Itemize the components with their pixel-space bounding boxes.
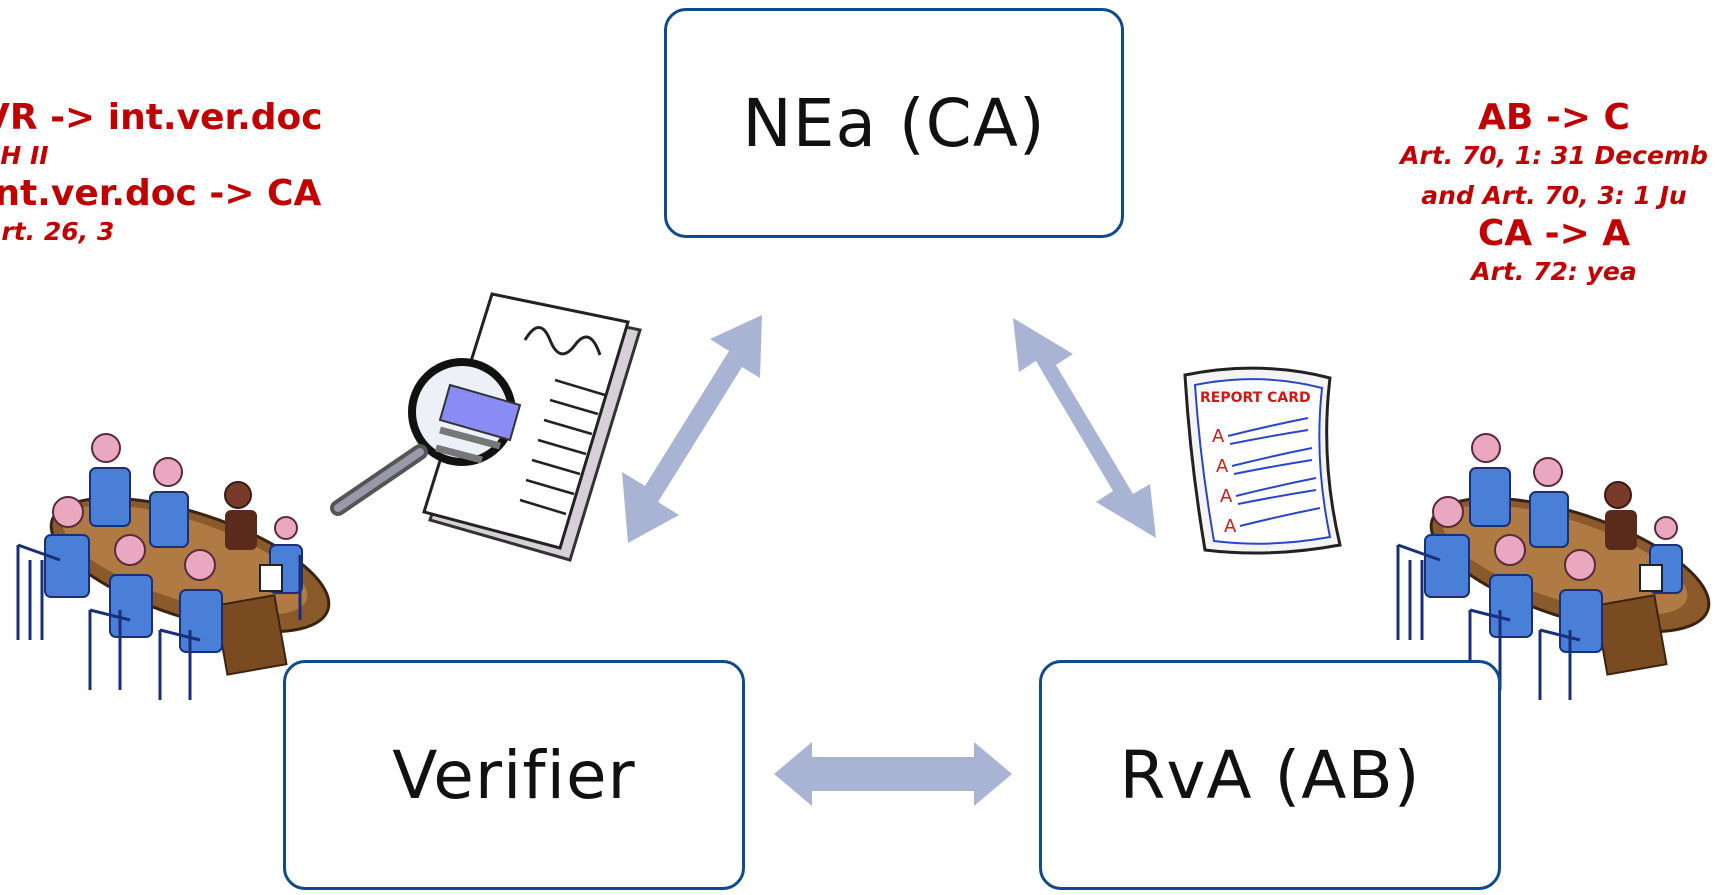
magnifier-document-icon <box>330 292 642 562</box>
report-card-grade-3: A <box>1220 486 1233 507</box>
node-rva-ab-label: RvA (AB) <box>1119 736 1421 814</box>
note-left-line-3: int.ver.doc -> CA <box>0 173 322 214</box>
report-card-icon: REPORT CARD A A A A <box>1183 366 1342 555</box>
node-rva-ab: RvA (AB) <box>1039 660 1501 890</box>
notes-left: VR -> int.ver.doc CH II int.ver.doc -> C… <box>0 96 323 248</box>
note-right-line-3: and Art. 70, 3: 1 Ju <box>1421 181 1687 210</box>
meeting-group-right-icon <box>1396 433 1711 700</box>
node-nea-ca-label: NEa (CA) <box>742 84 1046 162</box>
arrow-verifier-rva <box>774 742 1012 806</box>
note-right-line-4: CA -> A <box>1477 213 1631 254</box>
report-card-grade-2: A <box>1216 456 1229 477</box>
note-left-line-2: CH II <box>0 141 49 170</box>
note-right-line-1: AB -> C <box>1478 97 1630 138</box>
report-card-grade-4: A <box>1224 516 1237 537</box>
report-card-header: REPORT CARD <box>1200 390 1311 406</box>
meeting-group-left-icon <box>16 433 331 700</box>
notes-right: AB -> C Art. 70, 1: 31 Decemb and Art. 7… <box>1294 96 1717 288</box>
node-nea-ca: NEa (CA) <box>664 8 1124 238</box>
arrow-verifier-nea <box>622 315 762 543</box>
note-left-line-1: VR -> int.ver.doc <box>0 97 323 138</box>
arrow-nea-rva <box>1013 318 1156 538</box>
node-verifier-label: Verifier <box>392 736 636 814</box>
report-card-grade-1: A <box>1212 426 1225 447</box>
note-right-line-2: Art. 70, 1: 31 Decemb <box>1400 141 1708 170</box>
note-right-line-5: Art. 72: yea <box>1471 257 1637 286</box>
node-verifier: Verifier <box>283 660 745 890</box>
note-left-line-4: Art. 26, 3 <box>0 217 115 246</box>
